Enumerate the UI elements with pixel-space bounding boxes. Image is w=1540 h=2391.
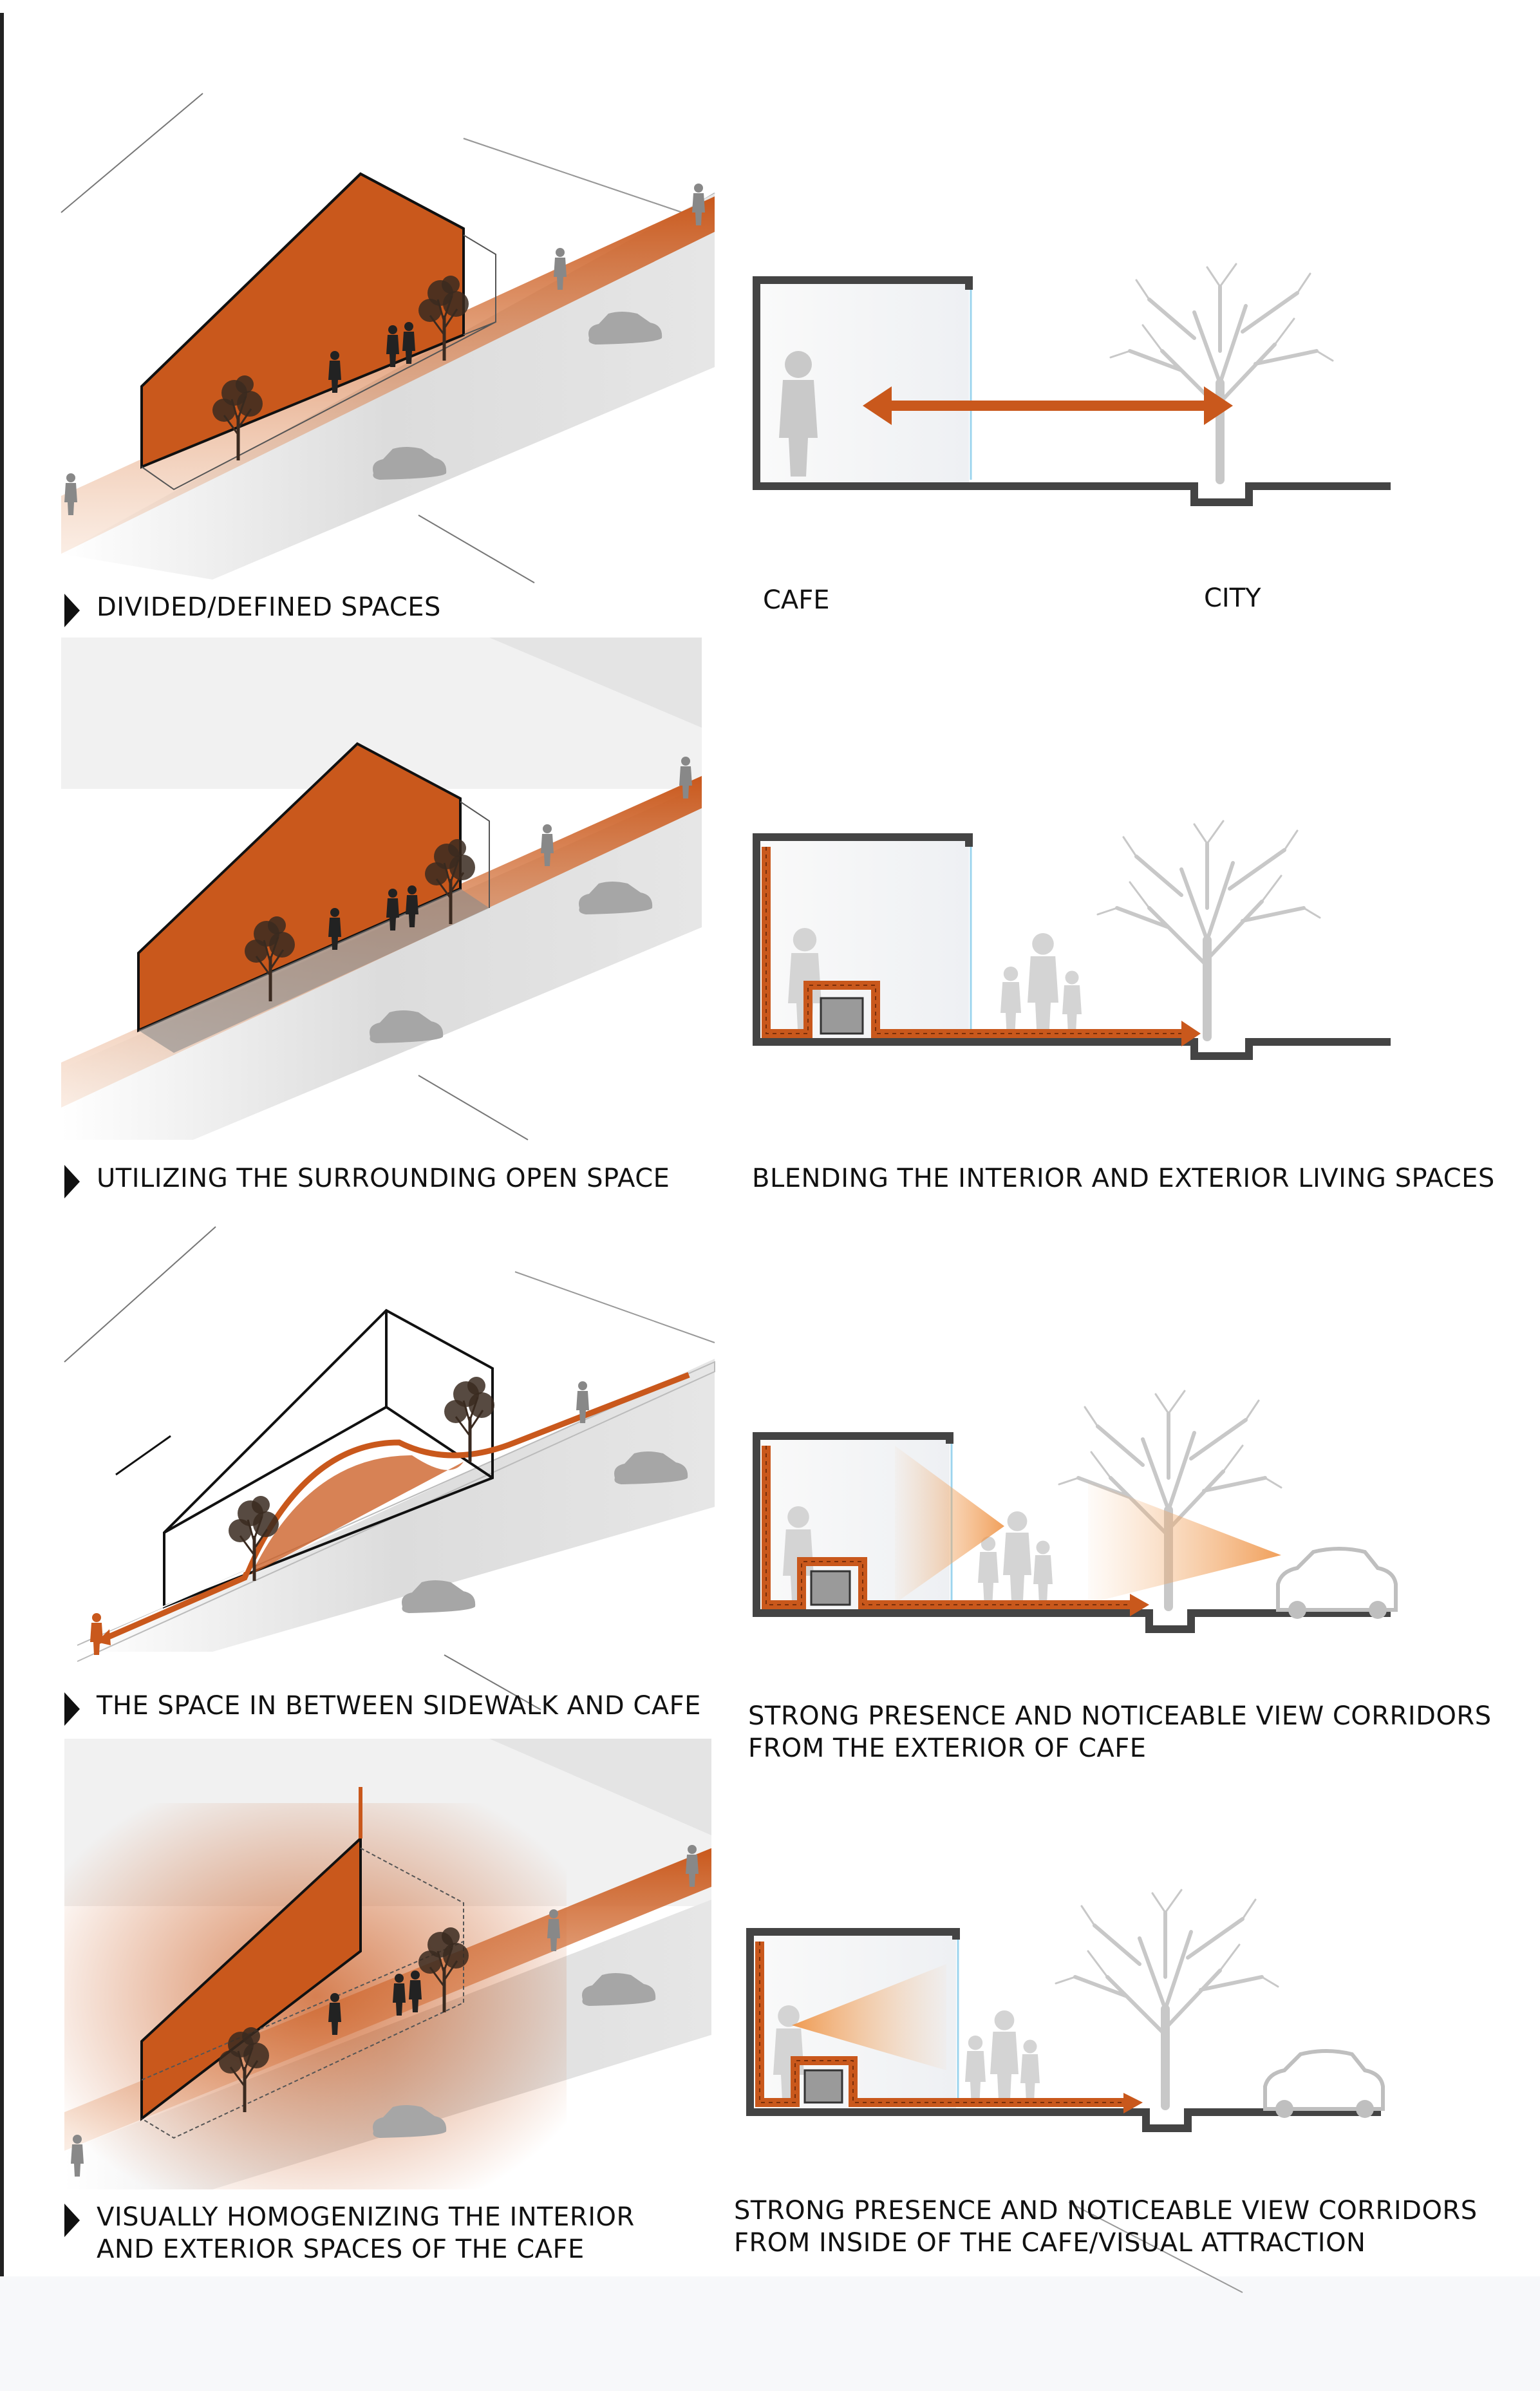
caption-visually-homogenizing: VISUALLY HOMOGENIZING THE INTERIOR AND E…: [64, 2201, 635, 2265]
car-icon: [1278, 1549, 1396, 1619]
section-label-city: CITY: [1204, 583, 1261, 613]
panel-1-axonometric: [61, 93, 715, 583]
caption-view-corridors-exterior: STRONG PRESENCE AND NOTICEABLE VIEW CORR…: [748, 1700, 1492, 1764]
caption-blending-interior-exterior: BLENDING THE INTERIOR AND EXTERIOR LIVIN…: [752, 1162, 1495, 1195]
panel-2-axonometric: [61, 638, 702, 1140]
panel-1-section: CAFE CITY: [756, 264, 1391, 615]
section-label-cafe: CAFE: [763, 585, 830, 615]
caption-divided-defined-spaces: DIVIDED/DEFINED SPACES: [64, 591, 441, 623]
car-icon: [1265, 2051, 1383, 2118]
panel-3-axonometric: [64, 1227, 715, 1710]
caption-space-in-between: THE SPACE IN BETWEEN SIDEWALK AND CAFE: [64, 1690, 701, 1722]
caption-surrounding-open-space: UTILIZING THE SURROUNDING OPEN SPACE: [64, 1162, 670, 1195]
panel-4-axonometric: [64, 1739, 711, 2189]
panel-3-section: [756, 1391, 1396, 1629]
caption-view-corridors-inside: STRONG PRESENCE AND NOTICEABLE VIEW CORR…: [734, 2195, 1478, 2259]
panel-2-section: [756, 821, 1391, 1056]
